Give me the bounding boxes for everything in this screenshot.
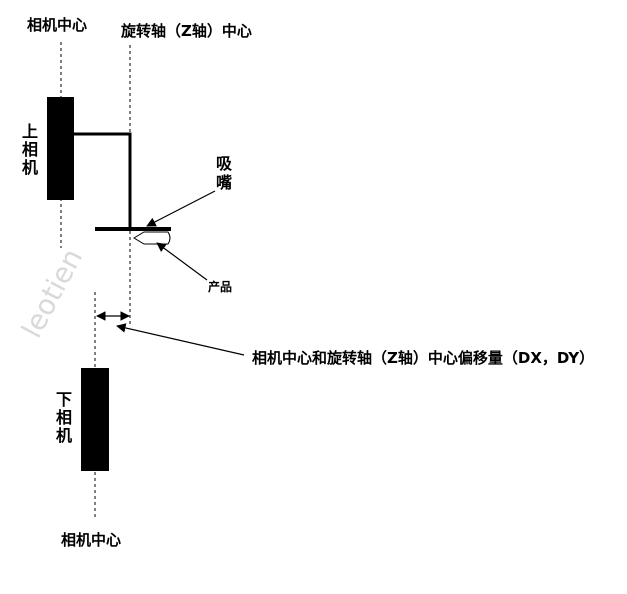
upper-camera-body [47,97,74,200]
product-label: 产品 [208,279,232,294]
offset-label: 相机中心和旋转轴（Z轴）中心偏移量（DX，DY） [252,349,594,367]
svg-text:机: 机 [22,158,38,177]
svg-text:相: 相 [56,408,72,427]
svg-text:吸: 吸 [216,154,233,173]
svg-text:嘴: 嘴 [216,173,232,192]
product-pointer-arrow [156,242,208,281]
top-camera-center-label: 相机中心 [27,16,87,34]
upper-camera-label: 上 相 机 [22,122,38,177]
nozzle-label: 吸 嘴 [216,154,233,192]
bottom-camera-center-label: 相机中心 [61,531,121,549]
svg-text:相: 相 [22,140,38,159]
offset-pointer-arrow [116,323,245,356]
rotation-center-label: 旋转轴（Z轴）中心 [120,22,252,40]
product-shape [133,231,171,245]
svg-text:下: 下 [56,390,72,409]
nozzle-arm [74,132,132,229]
nozzle-pointer-arrow [146,190,216,227]
svg-text:上: 上 [22,122,38,141]
lower-camera-label: 下 相 机 [56,390,72,445]
svg-text:机: 机 [56,426,72,445]
watermark: leotien [15,243,89,343]
lower-camera-body [81,368,109,471]
